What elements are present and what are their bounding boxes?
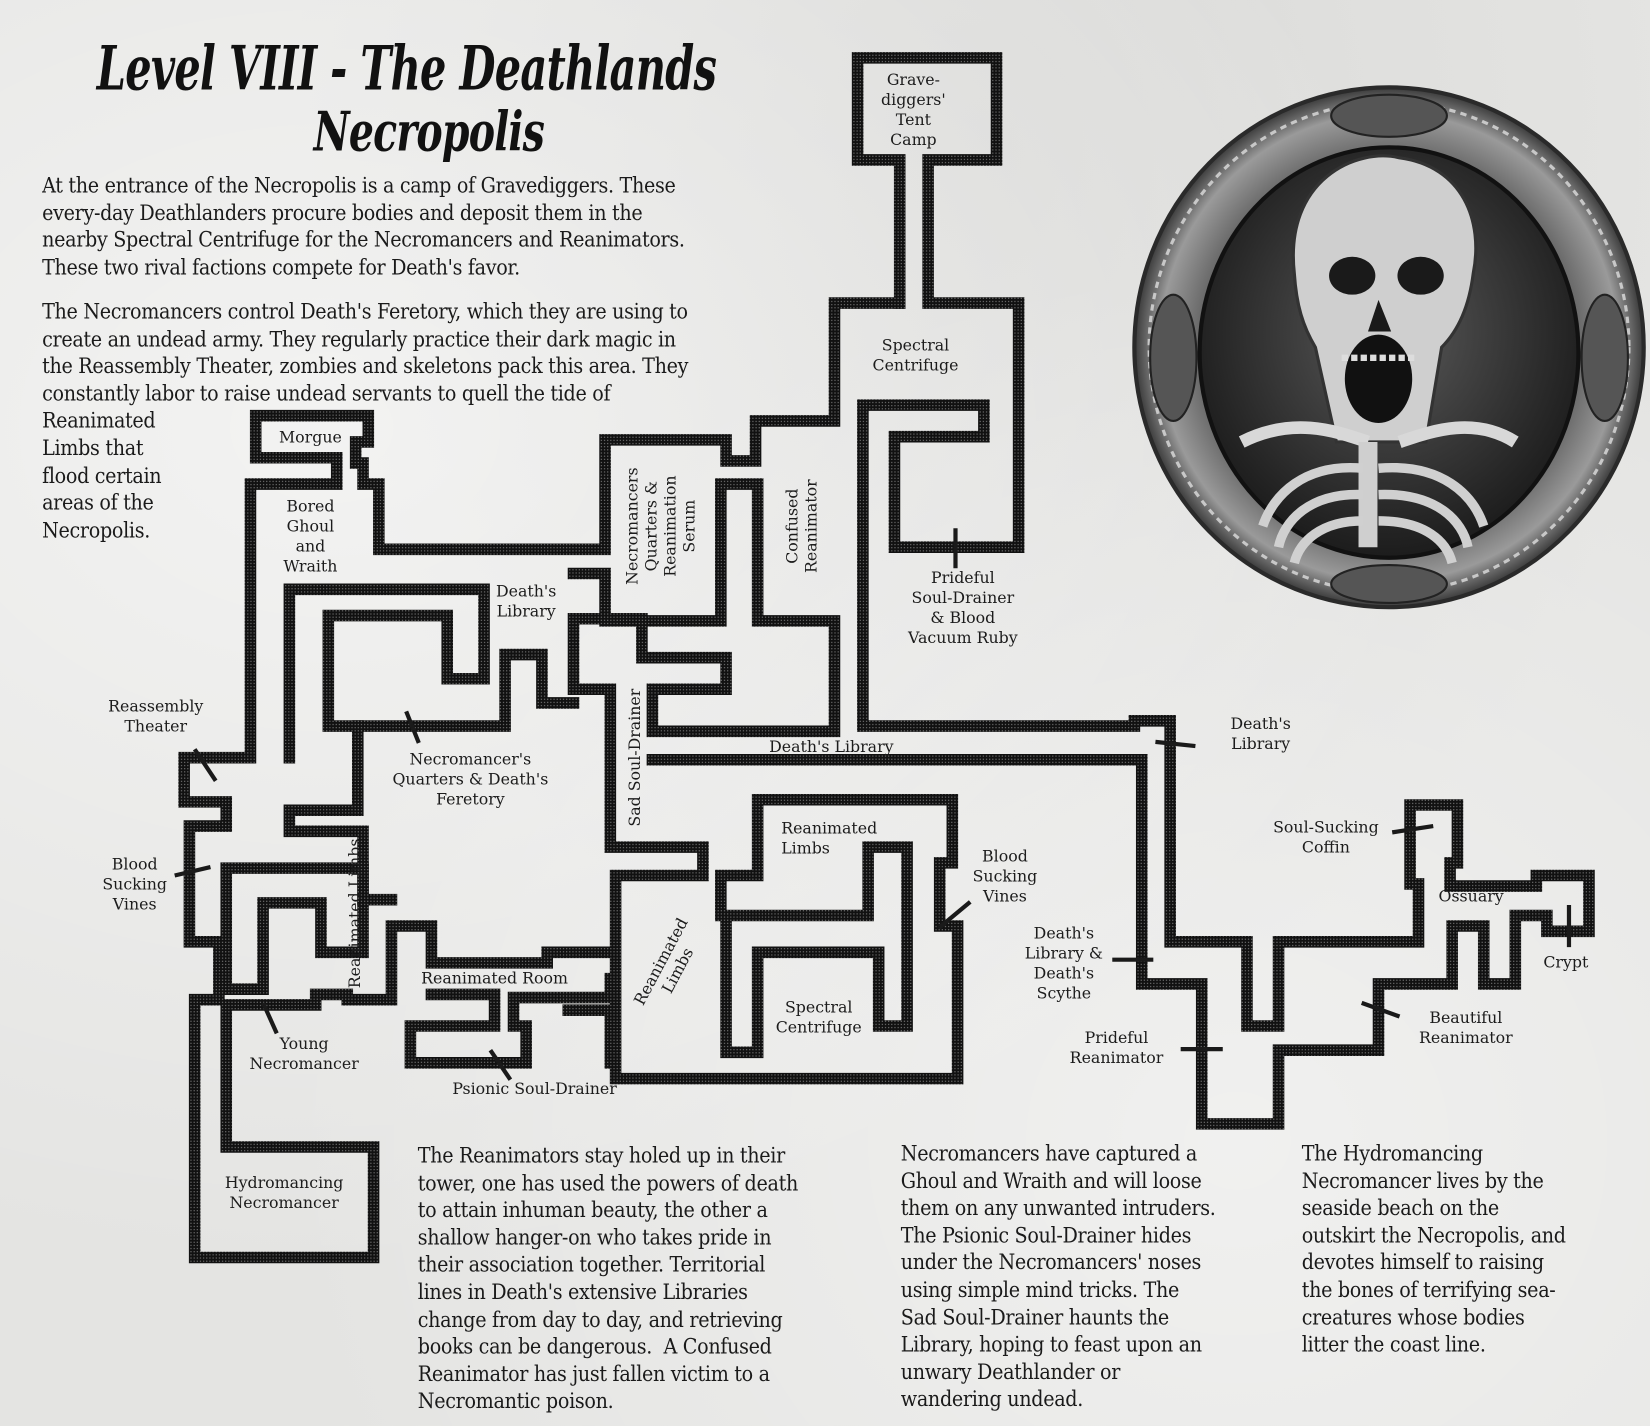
wall-central-north <box>178 297 906 1264</box>
door-marker <box>174 865 211 878</box>
intro-paragraph-2: The Necromancers control Death's Feretor… <box>42 300 689 543</box>
page-title-line1: Level VIII - The Deathlands <box>96 32 717 105</box>
room-label-deaths-library-corridor: Death's Library <box>769 737 894 757</box>
wall-feretory <box>351 648 580 732</box>
page-title-line2: Necropolis <box>313 99 545 165</box>
room-label-deaths-library-east: Death's Library <box>1230 714 1291 754</box>
room-label-ossuary: Ossuary <box>1438 886 1504 906</box>
room-label-young-necromancer: Young Necromancer <box>249 1034 359 1074</box>
wall-reanimated-room <box>404 972 617 1069</box>
medallion <box>1330 93 1448 138</box>
column-reanimators: The Reanimators stay holed up in their t… <box>417 1143 799 1415</box>
room-label-necro-quarters-feretory: Necromancer's Quarters & Death's Feretor… <box>392 749 549 809</box>
wall-bored-ghoul-ring <box>283 583 490 906</box>
map-walls <box>178 52 1595 1264</box>
room-label-sad-soul-drainer: Sad Soul-Drainer <box>625 688 645 827</box>
medallion <box>1580 293 1629 422</box>
wall-necro-quarters <box>567 478 964 1085</box>
intro-paragraph-1: At the entrance of the Necropolis is a c… <box>42 173 685 280</box>
skull-portrait <box>1132 85 1646 610</box>
wall-reanimated-corridor <box>562 1004 617 1069</box>
room-label-necro-quarters-serum: Necromancers Quarters & Reanimation Seru… <box>622 467 699 585</box>
door-marker <box>1360 1000 1401 1019</box>
door-marker <box>192 748 218 782</box>
room-label-prideful-reanimator: Prideful Reanimator <box>1069 1028 1164 1068</box>
room-label-reanimated-room: Reanimated Room <box>421 968 569 988</box>
room-label-blood-vines-east: Blood Sucking Vines <box>972 846 1038 906</box>
room-label-bored-ghoul: Bored Ghoul and Wraith <box>283 496 338 576</box>
room-label-deaths-library-west: Death's Library <box>495 581 557 621</box>
door-markers <box>174 528 1572 1081</box>
room-label-confused-reanimator: Confused Reanimator <box>782 479 821 573</box>
room-label-hydromancing-necromancer: Hydromancing Necromancer <box>224 1173 344 1213</box>
column-necromancers: Necromancers have captured a Ghoul and W… <box>900 1141 1216 1412</box>
room-label-morgue: Morgue <box>279 427 342 447</box>
room-label-spectral-centrifuge-south: Spectral Centrifuge <box>775 997 862 1037</box>
column-hydromancer: The Hydromancing Necromancer lives by th… <box>1301 1141 1566 1358</box>
room-label-crypt: Crypt <box>1543 952 1589 972</box>
door-marker <box>404 710 421 744</box>
door-marker <box>488 1049 513 1081</box>
room-label-deaths-scythe: Death's Library & Death's Scythe <box>1024 923 1103 1003</box>
room-label-psionic-soul-drainer: Psionic Soul-Drainer <box>452 1079 617 1099</box>
wall-young-necromancer <box>220 862 369 995</box>
skull-icon <box>1238 154 1519 565</box>
room-label-prideful-soul-drainer: Prideful Soul-Drainer & Blood Vacuum Rub… <box>908 568 1018 648</box>
room-label-spectral-centrifuge-north: Spectral Centrifuge <box>872 335 959 375</box>
door-marker <box>261 1001 279 1035</box>
medallion <box>1330 564 1448 605</box>
room-label-reanimated-limbs-center: Reanimated Limbs <box>781 818 878 858</box>
room-label-reassembly-theater: Reassembly Theater <box>108 696 204 736</box>
door-marker <box>1155 739 1196 749</box>
room-label-blood-vines-west: Blood Sucking Vines <box>102 854 168 914</box>
room-label-soul-sucking-coffin: Soul-Sucking Coffin <box>1273 817 1379 857</box>
room-label-gravediggers: Grave- diggers' Tent Camp <box>881 70 946 150</box>
room-label-reanimated-limbs-west: Reanimated Limbs <box>345 838 365 989</box>
door-marker <box>1391 823 1434 835</box>
medallion <box>1149 293 1198 422</box>
room-label-beautiful-reanimator: Beautiful Reanimator <box>1419 1008 1513 1048</box>
door-marker <box>937 900 972 930</box>
wall-gravediggers-centrifuge-east <box>646 52 1595 1130</box>
